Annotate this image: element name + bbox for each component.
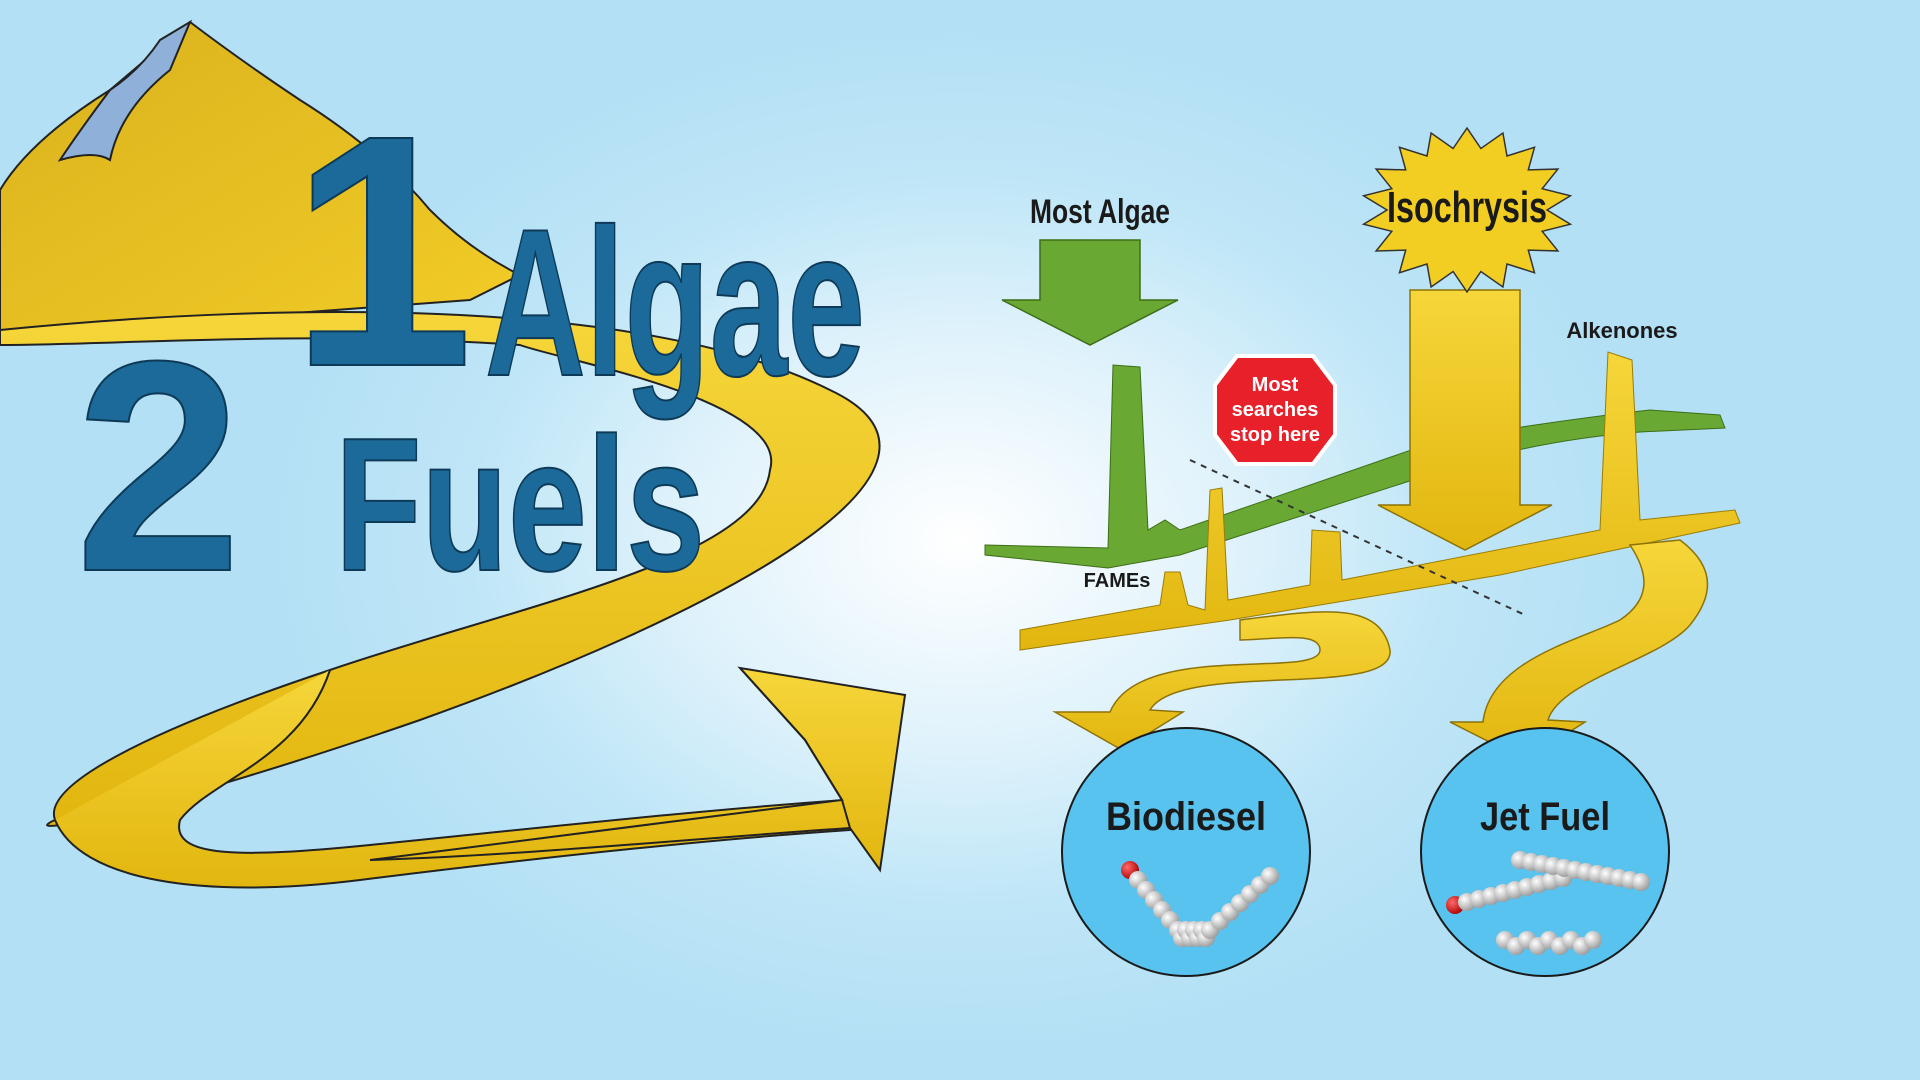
jet-fuel-circle: Jet Fuel <box>1420 727 1670 977</box>
title-word-fuels: Fuels <box>335 399 705 611</box>
jet-fuel-molecule-icon <box>1446 851 1650 955</box>
stop-sign-line-2: searches <box>1232 399 1319 421</box>
arrow-to-biodiesel <box>1052 611 1391 751</box>
isochrysis-label: Isochrysis <box>1387 183 1547 232</box>
title-group: 1 2 Algae Fuels <box>74 65 866 635</box>
alkenones-label: Alkenones <box>1566 318 1677 343</box>
fames-label: FAMEs <box>1084 570 1151 592</box>
isochrysis-starburst: Isochrysis <box>1361 126 1573 294</box>
biodiesel-circle: Biodiesel <box>1061 727 1311 977</box>
biodiesel-molecule-icon <box>1121 861 1279 947</box>
title-number-one: 1 <box>290 66 474 435</box>
biodiesel-label: Biodiesel <box>1106 795 1266 839</box>
stop-sign-line-1: Most <box>1252 374 1299 396</box>
atom <box>1584 931 1602 949</box>
atom <box>1261 867 1279 885</box>
stop-sign: Most searches stop here <box>1213 354 1337 466</box>
title-word-algae: Algae <box>485 185 865 420</box>
yellow-mountain-shape <box>0 19 523 337</box>
most-algae-label: Most Algae <box>1030 193 1170 231</box>
atom <box>1632 873 1650 891</box>
isochrysis-down-arrow <box>1377 289 1553 551</box>
yellow-spectrum-trace <box>1019 351 1741 651</box>
jet-fuel-label: Jet Fuel <box>1480 795 1610 839</box>
dashed-divider-line <box>1189 459 1526 616</box>
yellow-swoosh-ribbon <box>0 311 907 889</box>
title-number-two: 2 <box>75 298 242 634</box>
green-down-arrow <box>1001 239 1179 346</box>
stop-sign-line-3: stop here <box>1230 424 1320 446</box>
